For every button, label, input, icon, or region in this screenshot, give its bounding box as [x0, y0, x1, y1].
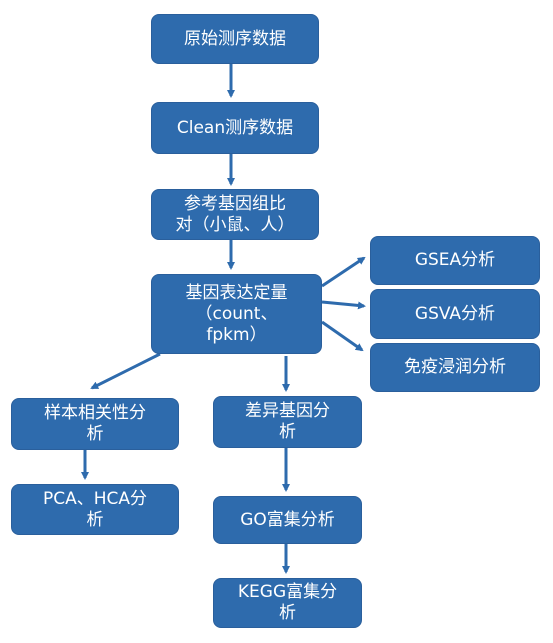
node-differential-genes: 差异基因分 析: [213, 396, 362, 448]
node-expression-quantification: 基因表达定量 （count、 fpkm）: [151, 274, 322, 354]
node-raw-data: 原始测序数据: [151, 14, 319, 64]
node-gsea: GSEA分析: [370, 236, 540, 285]
arrow-quant-to-immune: [321, 320, 364, 352]
arrow-quant-to-corr: [90, 352, 161, 390]
node-sample-correlation: 样本相关性分 析: [11, 398, 179, 450]
node-go-enrichment: GO富集分析: [213, 496, 362, 544]
node-kegg-enrichment: KEGG富集分 析: [213, 578, 362, 628]
arrow-quant-to-gsva: [321, 300, 366, 310]
node-clean-data: Clean测序数据: [151, 102, 319, 154]
node-gsva: GSVA分析: [370, 289, 540, 339]
arrow-quant-to-gsea: [321, 256, 366, 288]
node-immune-infiltration: 免疫浸润分析: [370, 343, 540, 392]
node-pca-hca: PCA、HCA分 析: [11, 484, 179, 535]
node-reference-alignment: 参考基因组比 对（小鼠、人）: [151, 189, 319, 240]
